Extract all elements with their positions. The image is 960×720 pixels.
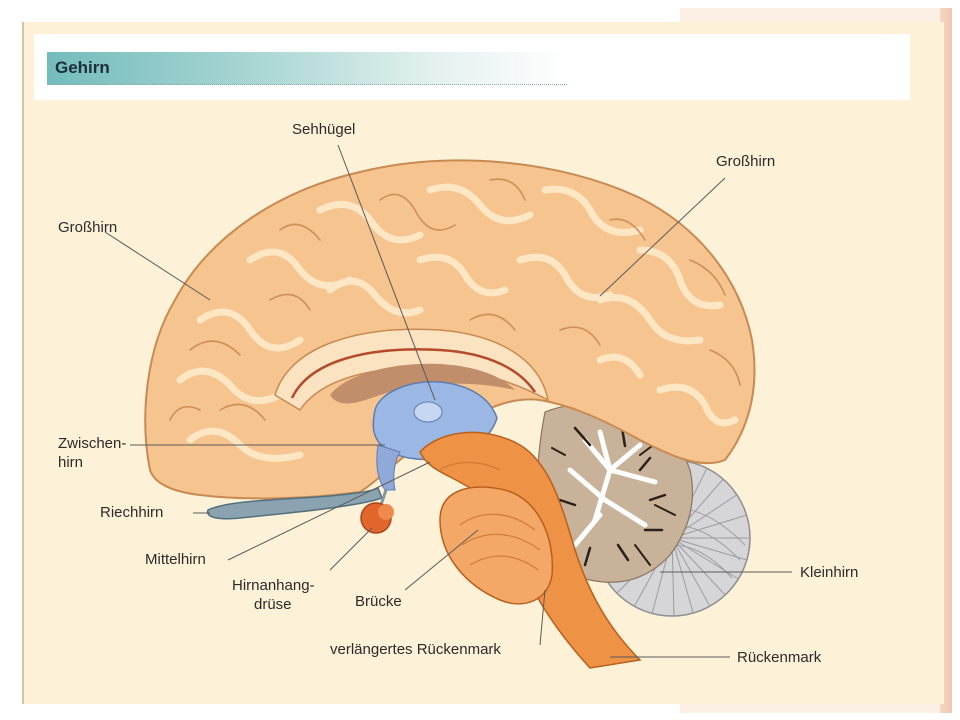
- label-kleinhirn: Kleinhirn: [800, 564, 859, 581]
- label-mittelhirn: Mittelhirn: [145, 551, 206, 568]
- label-bruecke: Brücke: [355, 593, 402, 610]
- pituitary-gland: [360, 489, 394, 534]
- label-zwischenhirn: Zwischen- hirn: [58, 434, 126, 472]
- label-verlaengertes-rueckenmark: verlängertes Rückenmark: [330, 641, 501, 658]
- label-hirnanhangdruese-line1: Hirnanhang-: [232, 577, 315, 594]
- title-bar: [47, 52, 567, 85]
- label-sehhuegel: Sehhügel: [292, 121, 356, 138]
- figure-title: Gehirn: [55, 58, 110, 77]
- leader-lines: [104, 144, 792, 658]
- brainstem: [419, 431, 642, 669]
- label-hirnanhangdruese-line2: drüse: [254, 596, 292, 613]
- label-rueckenmark: Rückenmark: [737, 649, 822, 666]
- label-zwischenhirn-line2: hirn: [58, 454, 84, 471]
- label-zwischenhirn-line1: Zwischen-: [58, 435, 127, 452]
- label-riechhirn: Riechhirn: [100, 504, 164, 521]
- label-hirnanhangdruese: Hirnanhang- drüse: [232, 576, 315, 614]
- label-grosshirn-right: Großhirn: [716, 153, 776, 170]
- label-grosshirn-left: Großhirn: [58, 219, 118, 236]
